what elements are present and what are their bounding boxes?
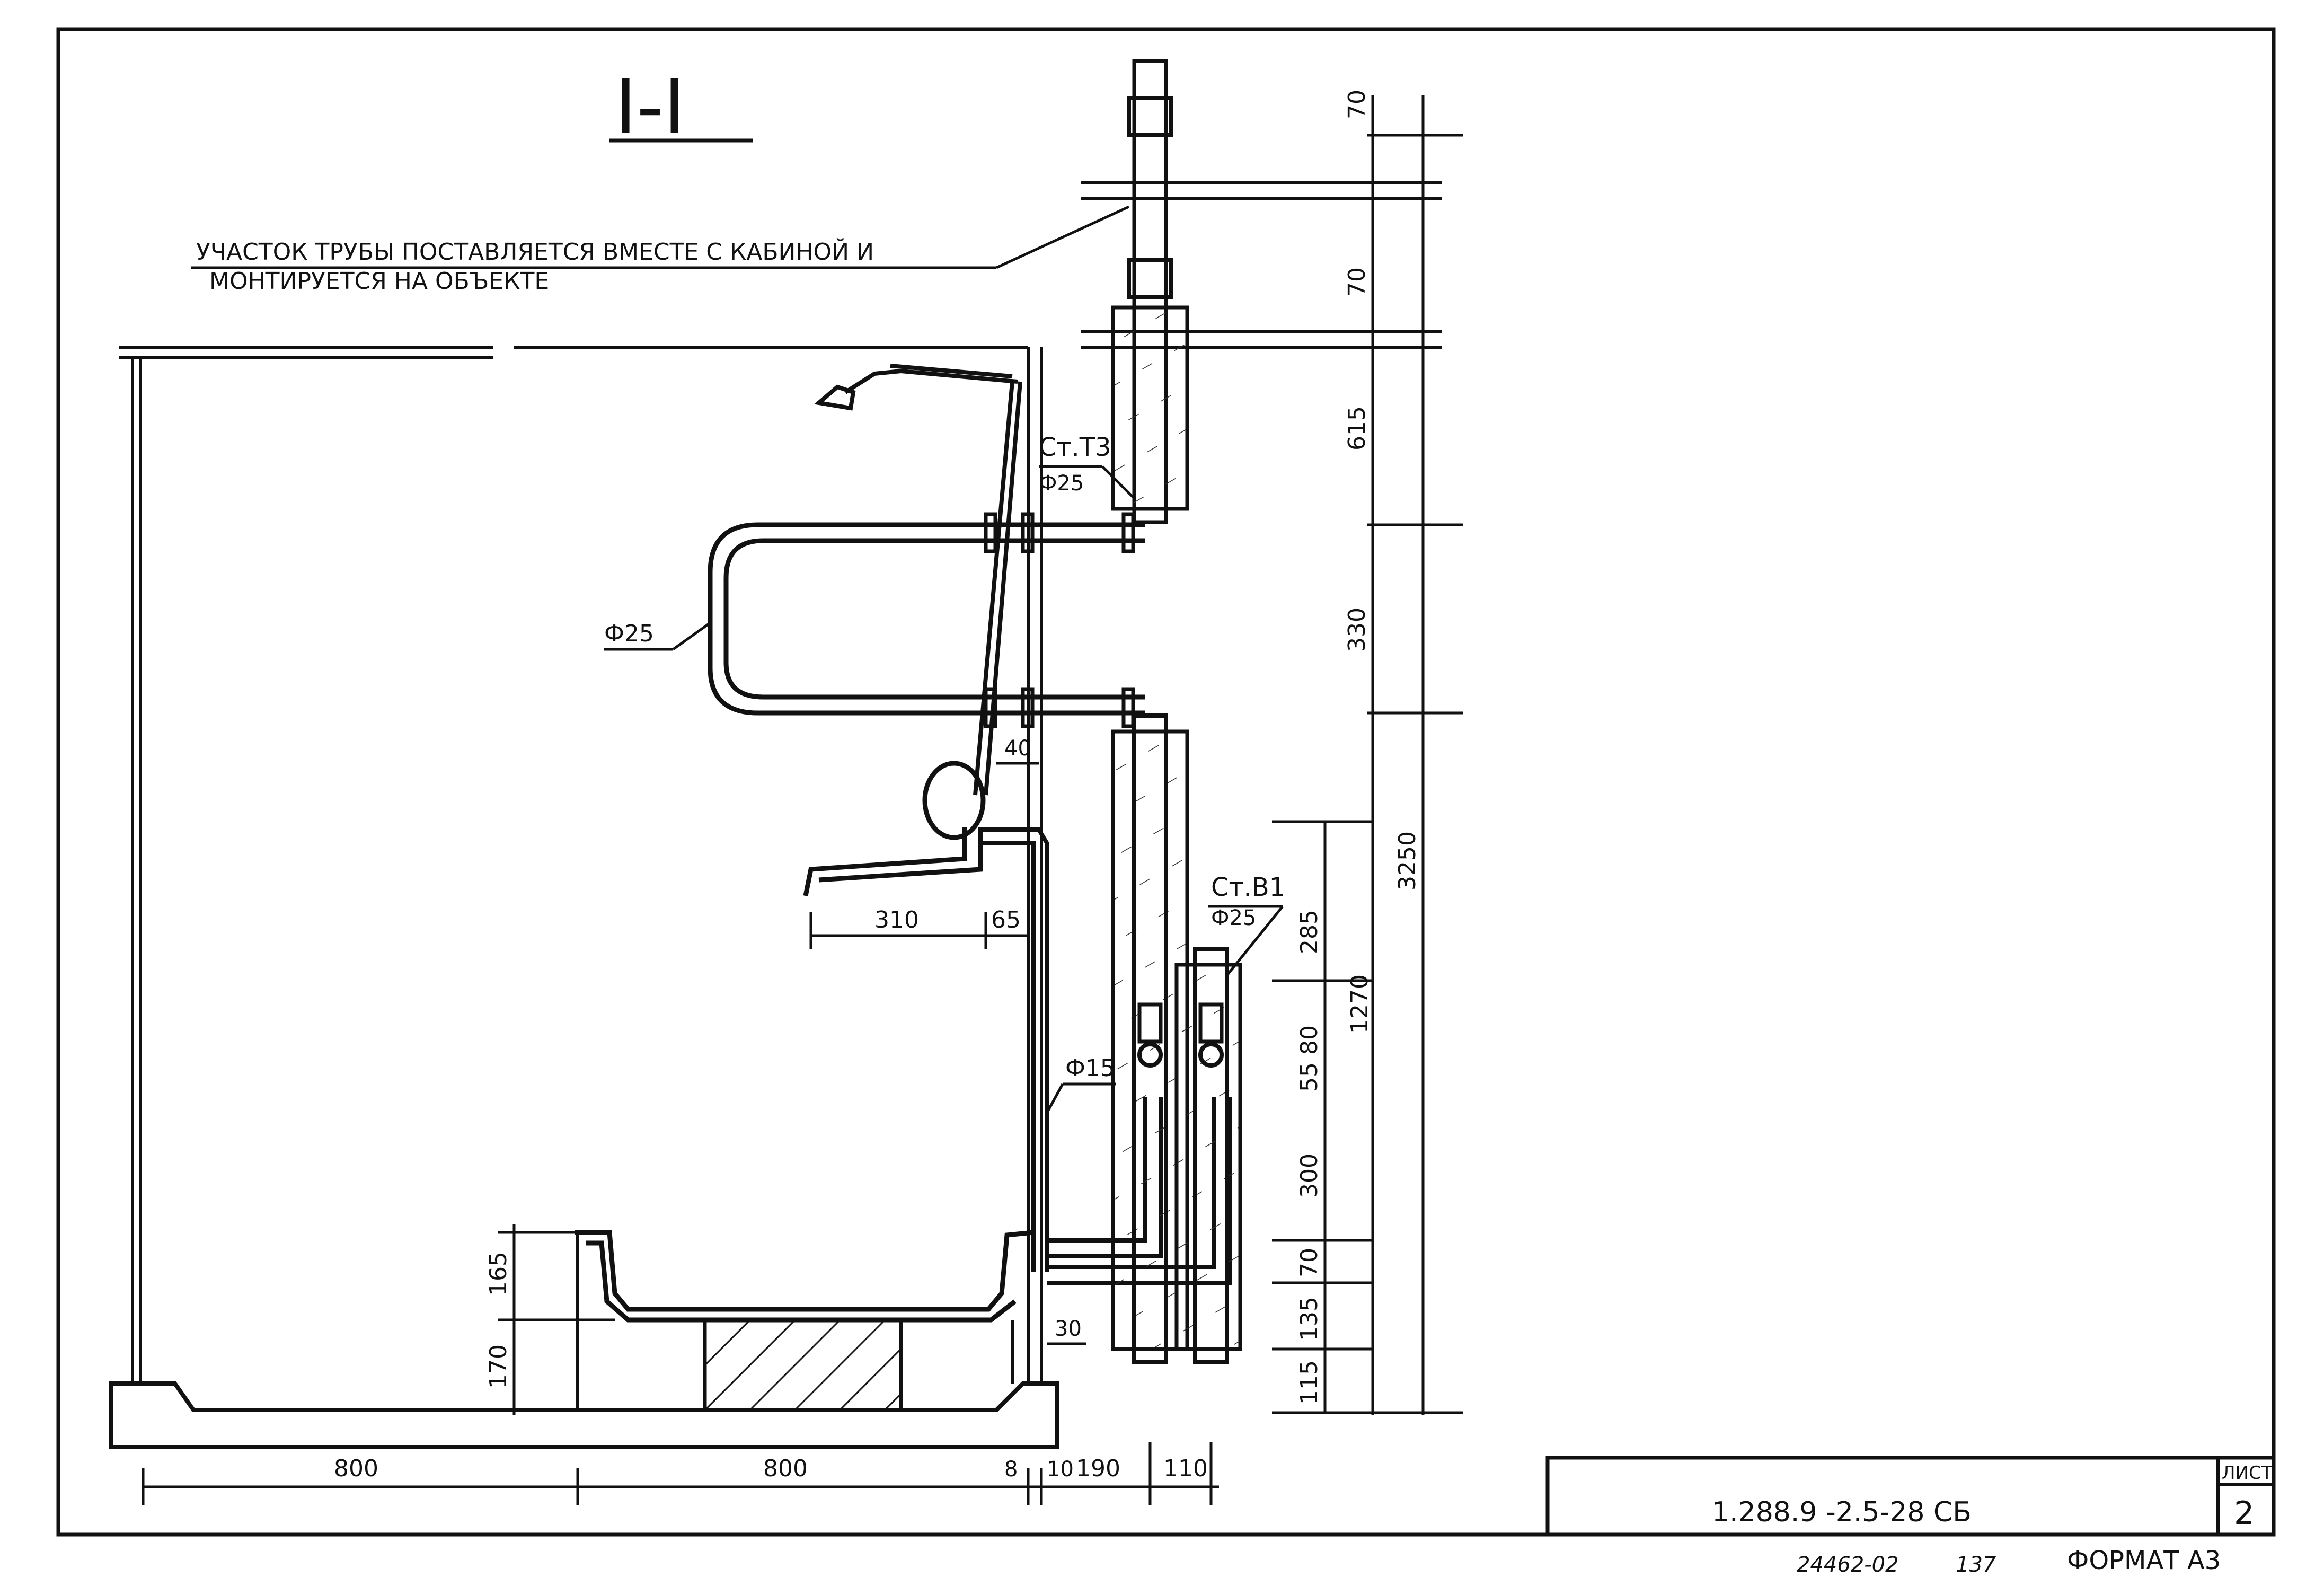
riser-shaft-2 [1174, 963, 1242, 1351]
page-number: 137 [1956, 1553, 1996, 1577]
dim-70a: 70 [1344, 90, 1371, 119]
dim-110: 110 [1163, 1455, 1208, 1482]
dim-285: 285 [1296, 910, 1323, 954]
dim-bath: 165 170 [485, 1224, 615, 1415]
dim-170: 170 [485, 1344, 512, 1389]
supply-dia-label: Ф15 [1065, 1055, 1115, 1082]
sheet-label: ЛИСТ [2222, 1462, 2273, 1484]
note-line-2: МОНТИРУЕТСЯ НА ОБЪЕКТЕ [209, 268, 549, 295]
title-block: 1.288.9 -2.5-28 СБ ЛИСТ 2 [1545, 1456, 2276, 1537]
loop-dia-label: Ф25 [604, 620, 654, 647]
dim-30: 30 [1055, 1317, 1082, 1341]
floor-base [109, 1381, 1059, 1449]
riser-t3 [1111, 59, 1189, 524]
dim-labels-right: 70 70 615 330 1270 285 80 55 300 70 135 … [1296, 90, 1421, 1405]
dim-bottom: 800 800 8 10 190 110 [142, 1442, 1219, 1505]
towel-loop-pipe [708, 522, 1145, 716]
mixer-body [922, 761, 986, 840]
section-title: I-I [615, 64, 685, 151]
note-leader [995, 205, 1130, 269]
shower-head [814, 384, 856, 411]
dim-115: 115 [1296, 1360, 1323, 1405]
dim-40: 40 [1004, 736, 1031, 761]
dim-70b: 70 [1344, 267, 1371, 297]
sheet-frame [56, 27, 2276, 1537]
dim-190: 190 [1076, 1455, 1120, 1482]
dim-mixer: 40 310 65 30 [809, 736, 1086, 1345]
dim-300: 300 [1296, 1153, 1323, 1198]
dim-chain-right [1272, 95, 1463, 1415]
riser-b1-label: Ст.В1 [1211, 873, 1285, 902]
riser-t3-dia: Ф25 [1039, 471, 1084, 496]
bath-support [703, 1318, 903, 1412]
dim-10: 10 [1047, 1457, 1074, 1482]
dim-80: 80 [1296, 1025, 1323, 1055]
designation: 1.288.9 -2.5-28 СБ [1712, 1496, 1972, 1528]
doc-number: 24462-02 [1797, 1553, 1899, 1577]
dim-8: 8 [1004, 1457, 1018, 1482]
dim-65: 65 [991, 906, 1021, 933]
dim-800a: 800 [334, 1455, 378, 1482]
dim-1270: 1270 [1346, 974, 1373, 1034]
riser-b1-dia: Ф25 [1211, 906, 1256, 930]
sheet-number: 2 [2234, 1495, 2254, 1532]
dim-165: 165 [485, 1252, 512, 1296]
riser-t3-label: Ст.Т3 [1039, 433, 1111, 462]
dim-615: 615 [1344, 406, 1371, 451]
note-line-1: УЧАСТОК ТРУБЫ ПОСТАВЛЯЕТСЯ ВМЕСТЕ С КАБИ… [196, 237, 874, 266]
dim-330: 330 [1344, 607, 1371, 652]
dim-800b: 800 [763, 1455, 808, 1482]
dim-3250: 3250 [1394, 831, 1421, 891]
dim-310: 310 [874, 906, 919, 933]
dim-135: 135 [1296, 1297, 1323, 1341]
bathtub [575, 1230, 1034, 1312]
format-label: ФОРМАТ А3 [2067, 1546, 2221, 1575]
dim-55: 55 [1296, 1062, 1323, 1092]
dim-70c: 70 [1296, 1248, 1323, 1277]
